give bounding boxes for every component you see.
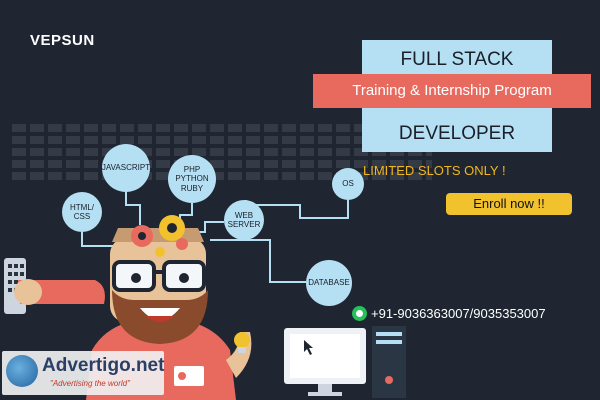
title-developer: DEVELOPER	[362, 108, 552, 152]
limited-slots-text: LIMITED SLOTS ONLY !	[363, 163, 506, 178]
skill-label: RUBY	[180, 183, 204, 193]
skill-label: DATABASE	[308, 278, 350, 288]
skill-os: OS	[332, 168, 364, 200]
computer-monitor	[284, 328, 366, 396]
skill-html-css: HTML/ CSS	[62, 192, 102, 232]
skill-label: HTML/	[70, 202, 94, 212]
skill-web-server: WEB SERVER	[224, 200, 264, 240]
watermark-slogan: "Advertising the world"	[50, 379, 130, 388]
skill-javascript: JAVASCRIPT	[102, 144, 150, 192]
skill-php-python-ruby: PHP PYTHON RUBY	[168, 155, 216, 203]
advertigo-watermark: Advertigo.net "Advertising the world"	[2, 351, 164, 395]
lightbulb-icon	[234, 332, 250, 353]
skill-label: PHP	[183, 165, 201, 175]
skill-label: PYTHON	[175, 174, 209, 184]
computer-tower	[372, 326, 406, 398]
enroll-button[interactable]: Enroll now !!	[446, 193, 572, 215]
contact-phone: +91-9036363007/9035353007	[352, 306, 546, 321]
whatsapp-icon	[352, 306, 367, 321]
skill-label: CSS	[73, 212, 91, 221]
watermark-name: Advertigo.net	[42, 355, 165, 376]
skill-label: OS	[342, 179, 354, 189]
skill-database: DATABASE	[306, 260, 352, 306]
faded-background-text	[12, 120, 432, 190]
title-full-stack: FULL STACK	[362, 40, 552, 78]
glasses	[112, 260, 206, 292]
brand-logo: VEPSUN	[30, 32, 95, 49]
phone-number: +91-9036363007/9035353007	[371, 306, 546, 321]
globe-icon	[6, 355, 38, 387]
skill-label: JAVASCRIPT	[101, 163, 151, 173]
subtitle-training: Training & Internship Program	[313, 74, 591, 108]
skill-label: WEB	[234, 210, 254, 220]
skill-label: SERVER	[227, 220, 261, 229]
gear-icons	[131, 215, 188, 257]
